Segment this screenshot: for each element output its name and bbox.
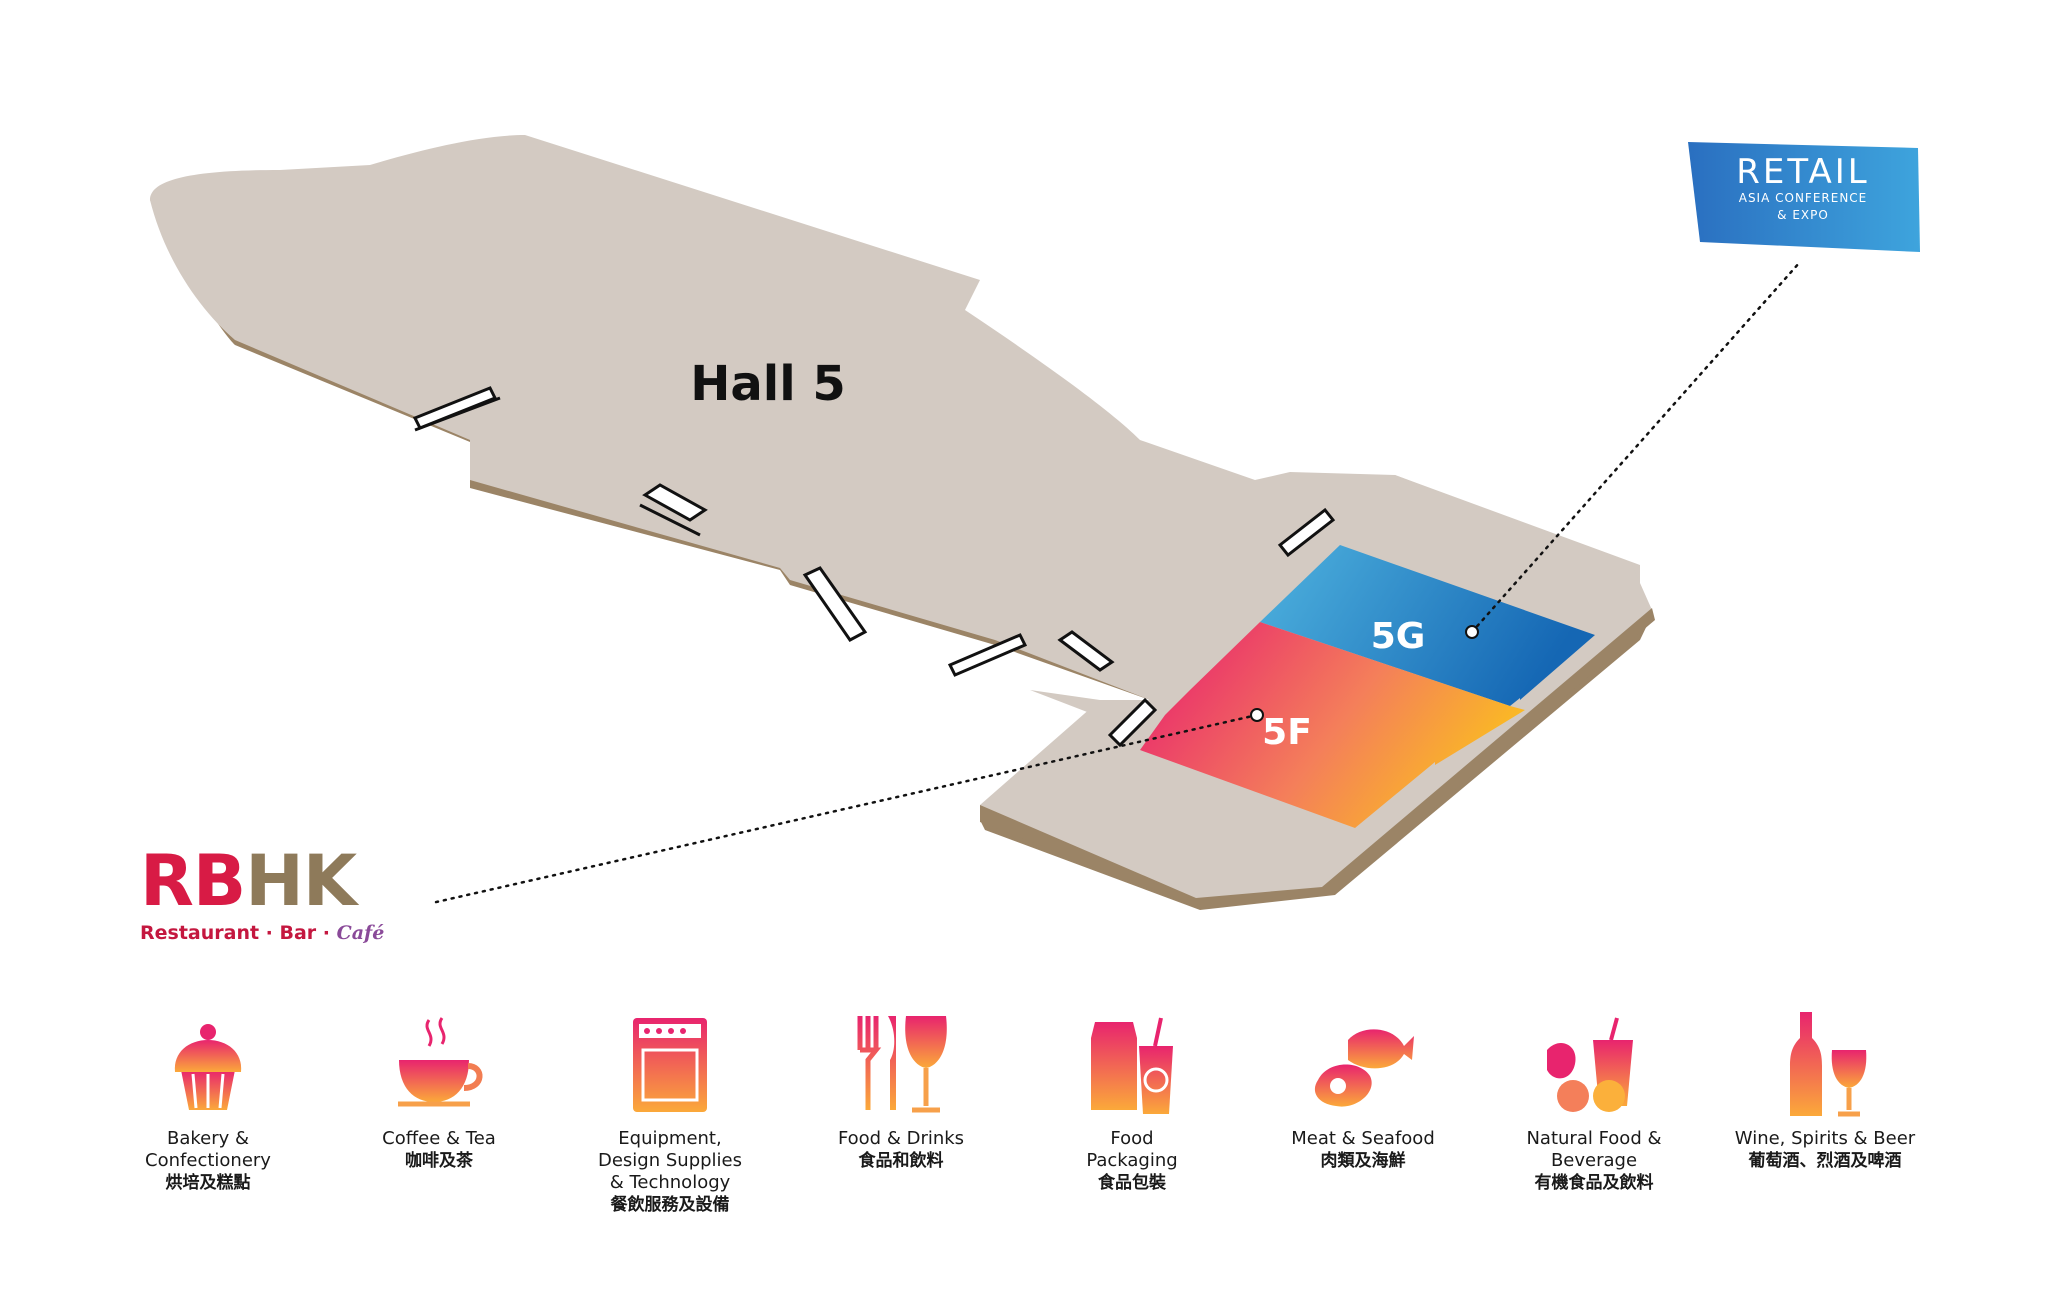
zone-5f-label: 5F (1262, 712, 1312, 753)
category-label-en: Coffee & Tea (382, 1128, 496, 1149)
category-bakery: Bakery & Confectionery 烘培及糕點 (92, 1010, 324, 1240)
oven-icon (633, 1018, 707, 1112)
retail-logo-line2: & EXPO (1777, 208, 1829, 222)
rbhk-logo-hk: HK (245, 840, 357, 922)
category-label-zh: 有機食品及飲料 (1534, 1173, 1654, 1193)
category-label-zh: 餐飲服務及設備 (610, 1195, 730, 1215)
category-coffee-tea: Coffee & Tea 咖啡及茶 (323, 1010, 555, 1240)
cutlery-wine-glass-icon (857, 1016, 947, 1113)
leader-line-5f (430, 713, 1259, 905)
marker-dot-5f (1250, 708, 1264, 722)
cupcake-icon (174, 1024, 242, 1110)
category-label-en: Wine, Spirits & Beer (1734, 1128, 1916, 1149)
rbhk-logo-subtitle: Restaurant · Bar · (140, 922, 337, 944)
category-meat-seafood: Meat & Seafood 肉類及海鮮 (1247, 1010, 1479, 1240)
escalator-icon (1057, 630, 1115, 672)
escalator-icon (947, 633, 1028, 677)
zone-5f (1140, 622, 1525, 828)
category-label-en: Food & Drinks (837, 1128, 965, 1149)
zone-5g (1260, 545, 1595, 706)
category-label-zh: 咖啡及茶 (405, 1151, 473, 1171)
hall-label: Hall 5 (690, 356, 846, 412)
retail-logo-title: RETAIL (1736, 152, 1870, 192)
food-packaging-icon (1091, 1017, 1173, 1114)
escalator-icon (412, 386, 501, 432)
category-label-en: Food Packaging (1086, 1128, 1178, 1171)
category-label-en: Bakery & Confectionery (145, 1128, 271, 1171)
rbhk-logo: RBHK Restaurant · Bar · Café (140, 842, 400, 962)
rbhk-logo-cafe: Café (336, 922, 385, 944)
escalator-icon (1277, 507, 1336, 558)
marker-dot-5g (1465, 625, 1479, 639)
retail-logo-banner (1688, 142, 1920, 252)
category-equipment: Equipment, Design Supplies & Technology … (554, 1010, 786, 1240)
category-label-en: Equipment, Design Supplies & Technology (597, 1128, 742, 1193)
category-food-packaging: Food Packaging 食品包裝 (1016, 1010, 1248, 1240)
escalator-icon (802, 566, 868, 642)
retail-asia-logo: RETAIL ASIA CONFERENCE & EXPO (1685, 140, 1921, 252)
category-label-en: Natural Food & Beverage (1526, 1128, 1662, 1171)
zone-5g-label: 5G (1371, 616, 1426, 657)
category-food-drinks: Food & Drinks 食品和飲料 (785, 1010, 1017, 1240)
meat-fish-icon (1314, 1029, 1414, 1107)
escalator-icon (639, 483, 708, 537)
fruit-juice-icon (1547, 1017, 1633, 1112)
category-label-zh: 肉類及海鮮 (1320, 1151, 1406, 1171)
escalator-icon (1107, 697, 1158, 748)
leader-line-5g (1470, 260, 1802, 634)
category-label-zh: 食品和飲料 (858, 1151, 944, 1171)
coffee-cup-icon (398, 1017, 483, 1107)
category-label-zh: 食品包裝 (1098, 1173, 1166, 1193)
category-label-zh: 烘培及糕點 (165, 1173, 251, 1193)
category-natural-food: Natural Food & Beverage 有機食品及飲料 (1478, 1010, 1710, 1240)
retail-logo-line1: ASIA CONFERENCE (1738, 191, 1868, 205)
rbhk-logo-rb: RB (140, 840, 246, 922)
category-wine-spirits-beer: Wine, Spirits & Beer 葡萄酒、烈酒及啤酒 (1709, 1010, 1941, 1240)
wine-bottle-glass-icon (1790, 1012, 1867, 1117)
category-label-zh: 葡萄酒、烈酒及啤酒 (1748, 1151, 1902, 1171)
category-label-en: Meat & Seafood (1291, 1128, 1435, 1149)
